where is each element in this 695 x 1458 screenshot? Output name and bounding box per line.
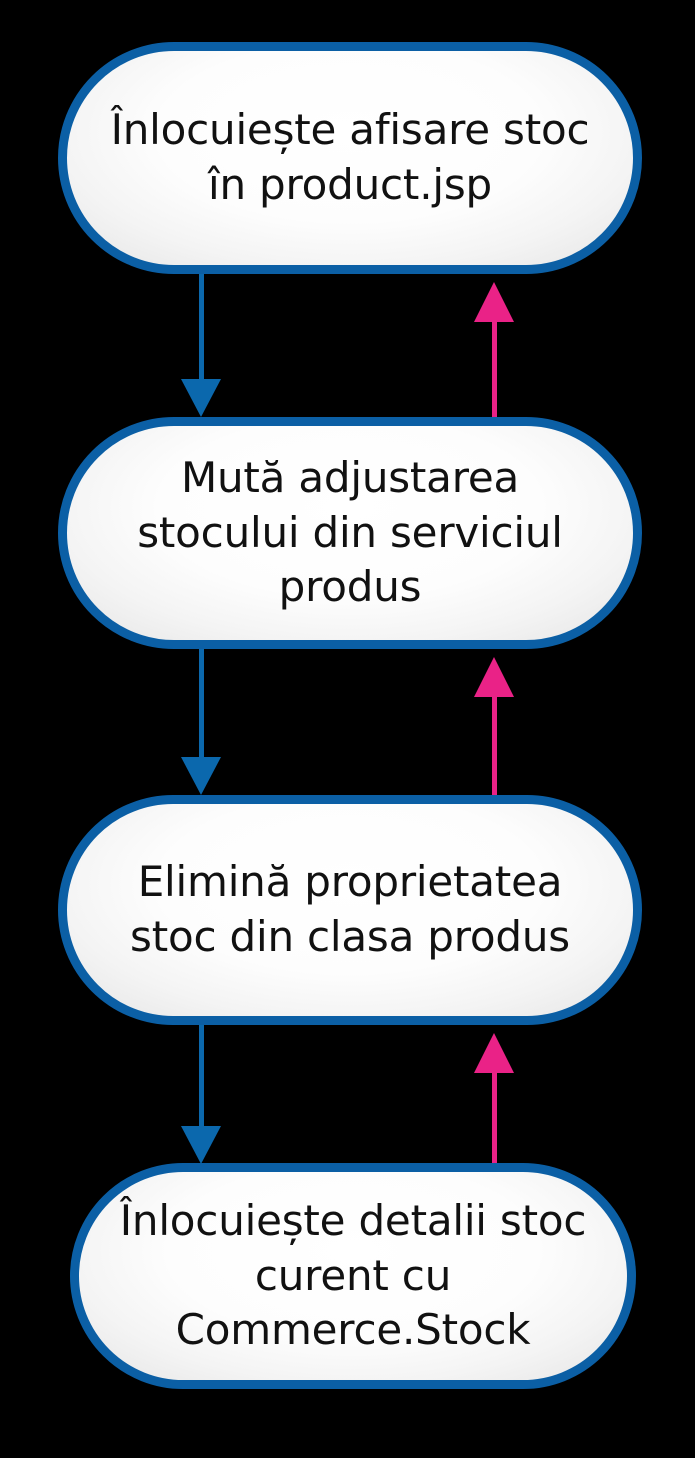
arrowhead-up-icon xyxy=(474,657,514,697)
arrowhead-down-icon xyxy=(181,757,221,795)
arrowhead-down-icon xyxy=(181,379,221,417)
flow-node-elimina-proprietatea-stoc[interactable]: Elimină proprietatea stoc din clasa prod… xyxy=(58,795,642,1025)
arrowhead-up-icon xyxy=(474,282,514,322)
flow-node-label: Mută adjustarea stocului din serviciul p… xyxy=(137,453,563,612)
edge-shaft xyxy=(492,322,497,417)
edge-shaft xyxy=(199,1025,204,1126)
flow-node-inlocuieste-detalii-stoc[interactable]: Înlocuiește detalii stoc curent cu Comme… xyxy=(70,1163,636,1389)
arrowhead-down-icon xyxy=(181,1126,221,1164)
edge-shaft xyxy=(199,649,204,757)
flow-node-muta-adjustarea-stocului[interactable]: Mută adjustarea stocului din serviciul p… xyxy=(58,417,642,649)
edge-shaft xyxy=(199,274,204,379)
arrowhead-up-icon xyxy=(474,1033,514,1073)
flow-node-label: Elimină proprietatea stoc din clasa prod… xyxy=(130,857,570,961)
edge-shaft xyxy=(492,697,497,795)
flow-node-label: Înlocuiește afisare stoc în product.jsp xyxy=(110,105,590,209)
edge-shaft xyxy=(492,1073,497,1168)
flow-node-label: Înlocuiește detalii stoc curent cu Comme… xyxy=(119,1196,587,1355)
flow-node-inlocuieste-afisare-stoc[interactable]: Înlocuiește afisare stoc în product.jsp xyxy=(58,42,642,274)
